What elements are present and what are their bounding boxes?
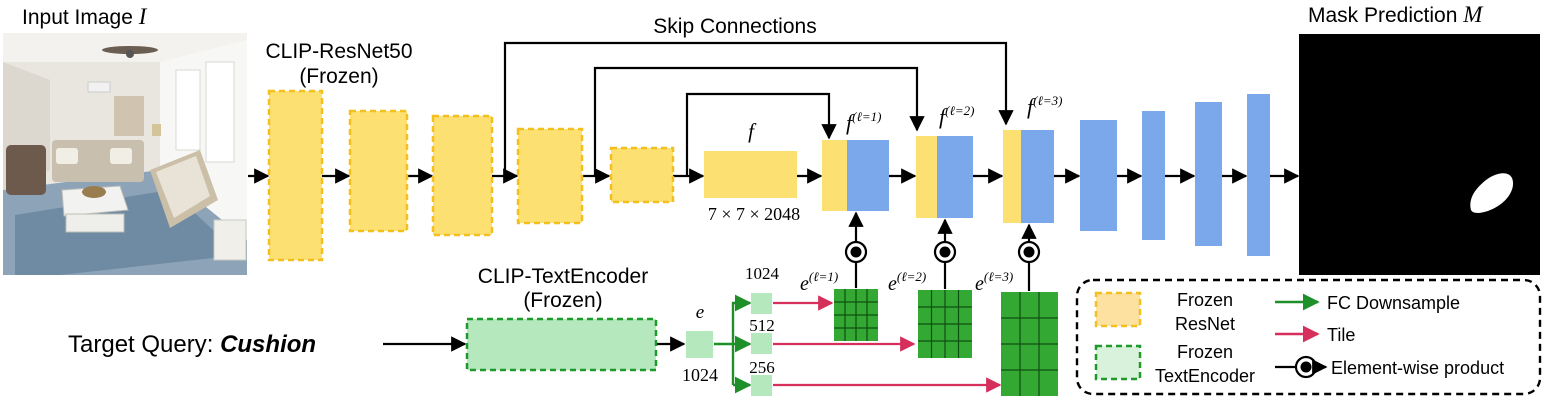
- tiled-grid-3: [1001, 292, 1058, 396]
- tiled-grid-2: [918, 290, 972, 358]
- downsampled-1024: [751, 293, 772, 314]
- level-3-embedding-label: e(ℓ=3): [975, 269, 1013, 295]
- legend: Frozen ResNet Frozen TextEncoder FC Down…: [1075, 278, 1542, 396]
- mask-prediction-label: Mask Prediction M: [1308, 2, 1484, 27]
- elementwise-product-3: [1017, 223, 1041, 291]
- fc-downsample-arrows: [714, 294, 752, 394]
- tile-arrows: [773, 295, 1002, 393]
- image-encoder-status: (Frozen): [299, 65, 378, 88]
- text-embedding-e: [686, 331, 713, 358]
- skip-connection-1: [503, 41, 1014, 176]
- decoder-block-2: [1142, 111, 1165, 240]
- legend-box: [1075, 278, 1542, 396]
- legend-frozen-resnet-line1: Frozen: [1177, 290, 1233, 310]
- tiled-grid-1: [834, 289, 878, 341]
- skip-connections-label: Skip Connections: [653, 15, 816, 38]
- level-1-embedding-label: e(ℓ=1): [800, 269, 838, 295]
- decoder-blocks: [1080, 94, 1270, 256]
- text-embedding-symbol: e: [696, 302, 704, 323]
- input-image: [3, 33, 247, 275]
- legend-frozen-textencoder-swatch: [1094, 344, 1142, 381]
- feature-f-shape: 7 × 7 × 2048: [708, 204, 800, 224]
- feature-f-block: [704, 151, 797, 198]
- resnet-block-1: [267, 89, 324, 262]
- text-embedding-dim: 1024: [682, 365, 718, 385]
- text-encoder-status: (Frozen): [523, 289, 602, 312]
- fusion-block-3: [1003, 130, 1054, 223]
- level-feature-labels: f(ℓ=1) f(ℓ=2) f(ℓ=3): [846, 93, 1062, 135]
- input-image-label: Input Image I: [22, 4, 148, 29]
- resnet-block-5: [609, 146, 675, 204]
- level-2-feature-label: f(ℓ=2): [939, 103, 974, 129]
- dim-label-256: 256: [749, 358, 775, 377]
- downsampled-embeddings: [751, 293, 772, 396]
- skip-connection-3: [685, 92, 837, 176]
- level-1-feature-label: f(ℓ=1): [846, 109, 881, 135]
- fusion-block-2: [916, 136, 973, 218]
- resnet-blocks: [267, 89, 675, 262]
- fusion-block-1: [822, 140, 889, 211]
- skip-connection-2: [593, 66, 925, 176]
- downsampled-256: [751, 375, 772, 396]
- target-query: Target Query: Cushion: [68, 331, 316, 358]
- resnet-block-2: [348, 109, 409, 233]
- decoder-block-1: [1080, 120, 1117, 231]
- legend-tile-label: Tile: [1327, 325, 1355, 345]
- level-2-embedding-label: e(ℓ=2): [888, 269, 926, 295]
- text-encoder-block: [465, 317, 658, 372]
- skip-connections: [503, 41, 1014, 176]
- resnet-block-4: [516, 127, 584, 225]
- legend-frozen-textencoder-line1: Frozen: [1177, 342, 1233, 362]
- feature-f-label: f: [748, 119, 757, 143]
- dim-label-1024: 1024: [745, 264, 780, 283]
- mask-prediction-image: [1299, 34, 1540, 275]
- elementwise-product-2: [933, 218, 957, 289]
- level-3-feature-label: f(ℓ=3): [1027, 93, 1062, 119]
- image-encoder-name: CLIP-ResNet50: [265, 40, 412, 63]
- dim-label-512: 512: [749, 316, 775, 335]
- legend-frozen-textencoder-line2: TextEncoder: [1155, 366, 1255, 386]
- legend-product-label: Element-wise product: [1331, 358, 1504, 378]
- downsampled-512: [751, 333, 772, 354]
- legend-frozen-resnet-line2: ResNet: [1175, 314, 1235, 334]
- elementwise-product-1: [844, 211, 868, 288]
- resnet-block-3: [431, 114, 494, 237]
- legend-frozen-resnet-swatch: [1094, 291, 1142, 328]
- decoder-block-4: [1247, 94, 1270, 256]
- text-encoder-name: CLIP-TextEncoder: [478, 265, 648, 288]
- legend-fc-label: FC Downsample: [1327, 293, 1460, 313]
- decoder-block-3: [1195, 102, 1222, 246]
- level-embedding-labels: e(ℓ=1) e(ℓ=2) e(ℓ=3): [800, 269, 1013, 295]
